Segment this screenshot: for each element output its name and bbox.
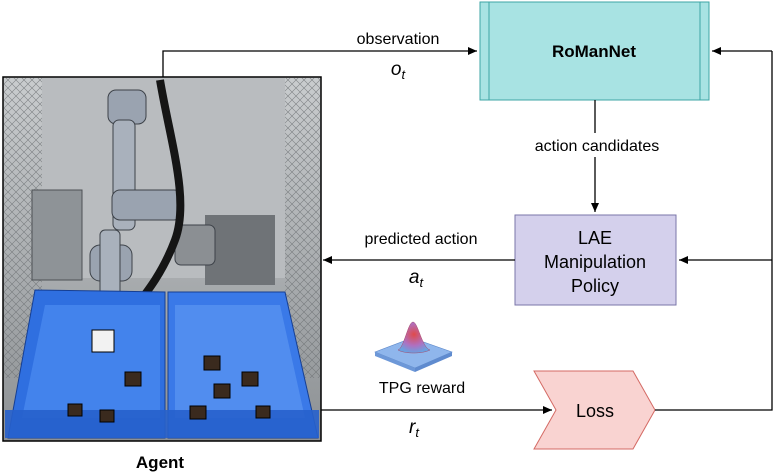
agent-photo [2, 76, 322, 442]
loss-node: Loss [533, 370, 656, 450]
observation-label: observation [357, 31, 440, 48]
blue-bins [5, 289, 319, 439]
policy-node: LAE Manipulation Policy [514, 214, 677, 306]
predicted-action-symbol: at [409, 267, 425, 290]
reward-symbol: rt [409, 417, 420, 440]
observation-arrow [162, 47, 477, 77]
predicted-action-label: predicted action [365, 231, 478, 248]
policy-label-line-1: LAE [578, 228, 612, 248]
observation-symbol: ot [391, 59, 407, 82]
policy-label-line-3: Policy [571, 276, 619, 296]
agent-caption: Agent [136, 453, 185, 472]
loss-feedback-line [655, 51, 773, 411]
electrical-box [31, 189, 83, 281]
romannet-label: RoManNet [552, 42, 636, 61]
blocks [67, 329, 271, 423]
policy-label-line-2: Manipulation [544, 252, 646, 272]
reward-surface-icon [374, 321, 453, 372]
loss-label: Loss [576, 401, 614, 421]
action-candidates-label: action candidates [535, 138, 660, 155]
romannet-node: RoManNet [479, 1, 710, 101]
reward-label: TPG reward [379, 380, 465, 397]
